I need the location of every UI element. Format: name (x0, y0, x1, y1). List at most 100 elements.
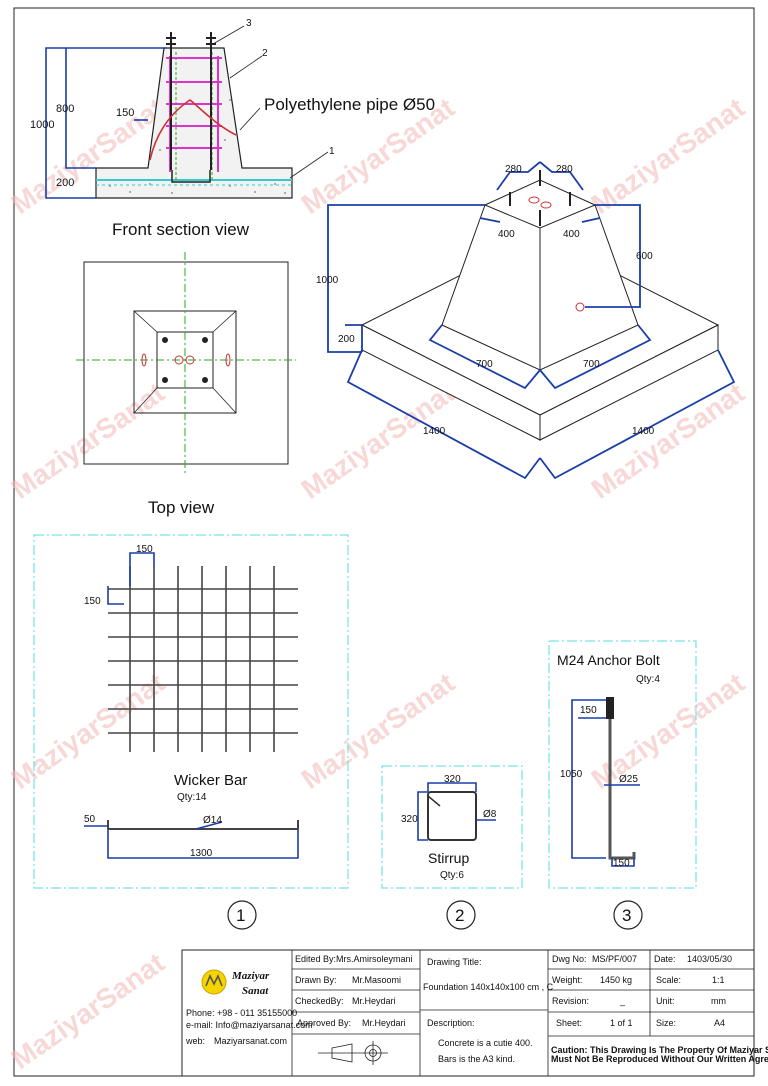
dim-280-right: 280 (556, 164, 573, 175)
date: 1403/05/30 (687, 954, 732, 964)
watermark: MaziyarSanat (6, 947, 170, 1075)
caution-line1: Caution: This Drawing Is The Property Of… (551, 1045, 768, 1055)
dim-280-left: 280 (505, 164, 522, 175)
watermark: MaziyarSanat (6, 667, 170, 795)
logo-text-line1: Maziyar (231, 970, 270, 982)
stirrup-dim-height: 320 (401, 814, 418, 825)
dim-1000: 1000 (30, 119, 54, 131)
dim-400-right: 400 (563, 229, 580, 240)
stirrup-dim-width: 320 (444, 774, 461, 785)
revision-label: Revision: (552, 996, 589, 1006)
item-number-circle (613, 900, 643, 930)
description-line2: Bars is the A3 kind. (438, 1054, 515, 1064)
pipe-outlet (225, 353, 231, 367)
wicker-dia-leader (195, 821, 223, 830)
anchor-dia: Ø25 (619, 774, 638, 785)
anchor-hook (608, 852, 636, 860)
size-label: Size: (656, 1018, 676, 1028)
item-number-1: 1 (236, 906, 245, 925)
wicker-panel-frame (33, 534, 349, 889)
bolt-positions (162, 337, 208, 383)
wicker-title: Wicker Bar (174, 772, 247, 789)
checked-by: Mr.Heydari (352, 996, 396, 1006)
anchor-dim-150-bottom: 150 (613, 858, 630, 869)
pipe-hole (174, 355, 184, 365)
top-diagonals (133, 310, 237, 414)
company-phone: Phone: +98 - 011 35155000 (186, 1008, 297, 1018)
weight: 1450 kg (600, 975, 632, 985)
drawing-title: Foundation 140x140x100 cm , C (423, 982, 554, 992)
wicker-bar-panel: 150 150 50 Ø14 1300 Wicker Bar Qty:14 (33, 534, 349, 889)
iso-pipe-hole (528, 196, 540, 204)
checked-by-label: CheckedBy: (295, 996, 344, 1006)
stirrup-panel: 320 320 Ø8 Stirrup Qty:6 (381, 765, 523, 889)
revision: _ (619, 996, 626, 1006)
stirrup-dimensions (417, 782, 496, 841)
dim-150: 150 (116, 107, 134, 119)
dim-1400-right: 1400 (632, 426, 655, 437)
anchor-thread (606, 697, 614, 719)
description-line1: Concrete is a cutie 400. (438, 1038, 533, 1048)
scale-label: Scale: (656, 975, 681, 985)
callout-3: 3 (246, 18, 252, 29)
pipe-hole (185, 355, 195, 365)
pipe-label: Polyethylene pipe Ø50 (264, 95, 435, 114)
wicker-dim-1300: 1300 (190, 848, 213, 859)
dim-700-left: 700 (476, 359, 493, 370)
callout-2: 2 (262, 48, 268, 59)
watermark: MaziyarSanat (296, 377, 460, 505)
wicker-dim-50: 50 (84, 814, 96, 825)
front-section-title: Front section view (112, 220, 250, 239)
iso-bolts (509, 170, 571, 226)
drawing-title-label: Drawing Title: (427, 957, 482, 967)
stirrup-dia: Ø8 (483, 809, 497, 820)
item-numbers: 1 2 3 (227, 900, 643, 930)
stirrup-panel-frame (381, 765, 523, 889)
caution-line2: Must Not Be Reproduced Without Our Writt… (551, 1054, 768, 1064)
dwg-no-label: Dwg No: (552, 954, 587, 964)
dim-400-left: 400 (498, 229, 515, 240)
dim-1000-iso: 1000 (316, 275, 339, 286)
wicker-dim-150-side: 150 (84, 596, 101, 607)
title-block: Maziyar Sanat Phone: +98 - 011 35155000 … (181, 949, 768, 1077)
dim-200-iso: 200 (338, 334, 355, 345)
anchor-dim-150-top: 150 (580, 705, 597, 716)
edited-by: Edited By:Mrs.Amirsoleymani (295, 954, 413, 964)
watermark: MaziyarSanat (586, 92, 750, 220)
watermarks: MaziyarSanat MaziyarSanat MaziyarSanat M… (6, 92, 750, 1075)
bolt-hook (171, 170, 211, 183)
wicker-dia: Ø14 (203, 815, 222, 826)
isometric-view: 280 280 400 400 600 1000 200 700 700 140… (316, 161, 736, 480)
iso-base-right-face (539, 324, 719, 441)
item-number-circle (446, 900, 476, 930)
weight-label: Weight: (552, 975, 582, 985)
front-concrete-outline (95, 47, 293, 199)
anchor-panel-frame (548, 640, 697, 889)
company-web: Maziyarsanat.com (214, 1036, 287, 1046)
polyethylene-pipe (149, 99, 237, 161)
company-logo-icon (201, 969, 227, 995)
title-block-grid (291, 950, 754, 1076)
dwg-no: MS/PF/007 (592, 954, 637, 964)
stirrup-hook (427, 795, 441, 807)
anchor-dim-1050: 1050 (560, 769, 583, 780)
anchor-title: M24 Anchor Bolt (557, 652, 660, 668)
anchor-bolts (166, 32, 216, 170)
top-view: Top view (76, 252, 296, 517)
logo-mark-icon (205, 974, 223, 987)
wicker-dim-150-top: 150 (136, 544, 153, 555)
iso-pipe-outlet (575, 302, 585, 312)
logo-text-line2: Sanat (242, 985, 269, 997)
projection-symbol-icon (318, 1041, 388, 1065)
item-number-2: 2 (455, 906, 464, 925)
watermark: MaziyarSanat (6, 377, 170, 505)
anchor-bolt-panel: M24 Anchor Bolt Qty:4 150 1050 Ø25 150 (548, 640, 697, 889)
sheet: 1 of 1 (610, 1018, 633, 1028)
iso-pipe-hole (540, 201, 552, 209)
approved-by: Mr.Heydari (362, 1018, 406, 1028)
anchor-dimensions (571, 699, 640, 867)
approved-by-label: Approved By: (297, 1018, 351, 1028)
drawn-by-label: Drawn By: (295, 975, 337, 985)
callout-leaders (212, 25, 329, 179)
